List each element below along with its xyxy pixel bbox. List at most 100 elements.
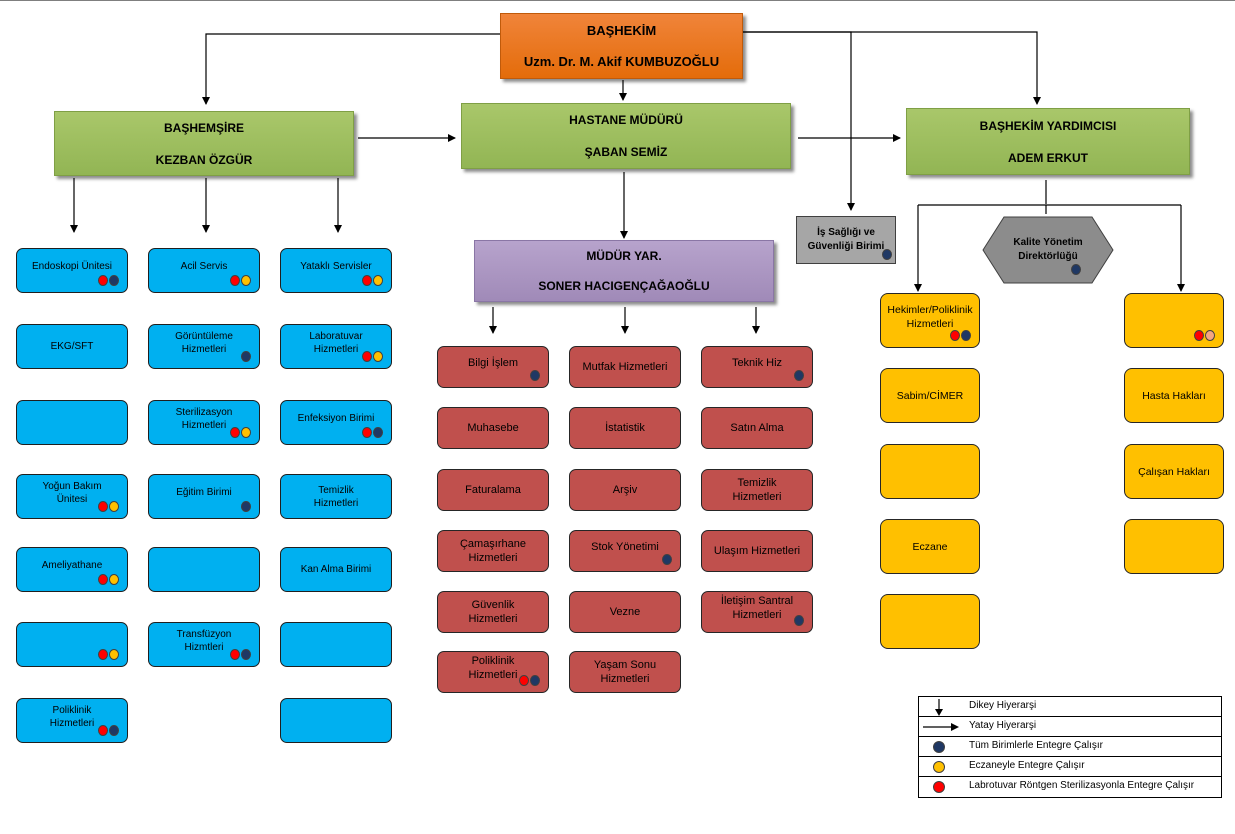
red-dot <box>230 649 240 660</box>
salmon-dot <box>1205 330 1215 341</box>
unit-dots <box>98 275 119 286</box>
quality-unit-label: Kalite Yönetim Direktörlüğü <box>1013 237 1083 262</box>
legend-row-vertical: Dikey Hiyerarşi <box>919 697 1221 717</box>
unit-label: Enfeksiyon Birimi <box>297 413 375 424</box>
nurse-unit-box: Görüntüleme Hizmetleri <box>148 324 260 369</box>
unit-label: Mutfak Hizmetleri <box>582 361 668 373</box>
assistant-unit-box: Poliklinik Hizmetleri <box>437 651 549 693</box>
head-to-safety-connector <box>743 31 855 211</box>
unit-label: Faturalama <box>465 484 521 496</box>
unit-dots <box>98 501 119 512</box>
nurse-unit-box: Temizlik Hizmetleri <box>280 474 392 519</box>
navy-dot <box>109 725 119 736</box>
navy-dot <box>662 554 672 565</box>
nurse-unit-box: EKG/SFT <box>16 324 128 369</box>
unit-dots <box>519 675 540 686</box>
legend-label-vertical: Dikey Hiyerarşi <box>969 700 1037 711</box>
unit-label: Sterilizasyon Hizmetleri <box>175 406 233 431</box>
deputy-unit-box: Sabim/CİMER <box>880 368 980 423</box>
deputy-unit-box <box>880 594 980 649</box>
deputy-unit-box <box>880 444 980 499</box>
unit-label: İstatistik <box>605 422 645 434</box>
deputy-unit-box: Eczane <box>880 519 980 574</box>
assistant-unit-box: Muhasebe <box>437 407 549 449</box>
yellow-dot <box>109 574 119 585</box>
yellow-dot <box>373 275 383 286</box>
unit-label: Temizlik Hizmetleri <box>313 484 359 509</box>
red-dot <box>98 725 108 736</box>
red-dot <box>362 427 372 438</box>
legend-row-yellow: Eczaneyle Entegre Çalışır <box>919 757 1221 777</box>
nurse-unit-box <box>16 622 128 667</box>
navy-dot <box>961 330 971 341</box>
legend-row-red: Labrotuvar Röntgen Sterilizasyonla Enteg… <box>919 777 1221 797</box>
unit-dots <box>362 351 383 362</box>
yellow-dot <box>109 649 119 660</box>
red-dot-icon <box>933 781 945 793</box>
yellow-dot-icon <box>933 761 945 773</box>
assistant-unit-box: Yaşam Sonu Hizmetleri <box>569 651 681 693</box>
legend: Dikey Hiyerarşi Yatay Hiyerarşi Tüm Biri… <box>918 696 1222 798</box>
unit-dots <box>362 275 383 286</box>
hospital-manager-box: HASTANE MÜDÜRÜ ŞABAN SEMİZ <box>461 103 791 169</box>
assistant-unit-box: Faturalama <box>437 469 549 511</box>
navy-dot <box>241 351 251 362</box>
deputy-unit-box <box>1124 293 1224 348</box>
unit-label: Muhasebe <box>467 422 519 434</box>
assistant-unit-box: Teknik Hiz <box>701 346 813 388</box>
legend-label-red: Labrotuvar Röntgen Sterilizasyonla Enteg… <box>969 780 1195 791</box>
navy-dot <box>794 370 804 381</box>
deputy-unit-box: Hasta Hakları <box>1124 368 1224 423</box>
yellow-dot <box>109 501 119 512</box>
nurse-unit-box <box>280 622 392 667</box>
assistant-manager-title: MÜDÜR YAR. <box>586 249 662 263</box>
unit-dots <box>794 370 804 381</box>
red-dot <box>98 275 108 286</box>
unit-label: Poliklinik Hizmetleri <box>468 655 518 681</box>
unit-label: Hekimler/Poliklinik Hizmetleri <box>887 303 973 330</box>
unit-label: Görüntüleme Hizmetleri <box>175 330 233 355</box>
navy-dot <box>1071 264 1081 275</box>
red-dot <box>519 675 529 686</box>
unit-label: Bilgi İşlem <box>467 357 519 369</box>
red-dot <box>950 330 960 341</box>
assistant-manager-name: SONER HACIGENÇAĞAOĞLU <box>538 279 710 293</box>
safety-unit-dots <box>882 249 892 260</box>
unit-label: Ameliyathane <box>41 560 103 571</box>
nurse-unit-box: Yoğun Bakım Ünitesi <box>16 474 128 519</box>
unit-label: Laboratuvar Hizmetleri <box>309 330 363 355</box>
deputy-unit-box: Hekimler/Poliklinik Hizmetleri <box>880 293 980 348</box>
assistant-unit-box: Güvenlik Hizmetleri <box>437 591 549 633</box>
unit-dots <box>230 649 251 660</box>
unit-label: Hasta Hakları <box>1142 389 1206 402</box>
nurse-unit-box: Eğitim Birimi <box>148 474 260 519</box>
red-dot <box>230 427 240 438</box>
legend-row-horizontal: Yatay Hiyerarşi <box>919 717 1221 737</box>
unit-dots <box>241 351 251 362</box>
unit-dots <box>362 427 383 438</box>
nurse-unit-box: Enfeksiyon Birimi <box>280 400 392 445</box>
deputy-head-title: BAŞHEKİM YARDIMCISI <box>979 118 1117 133</box>
unit-label: Yoğun Bakım Ünitesi <box>42 480 102 505</box>
deputy-head-name: ADEM ERKUT <box>1008 150 1088 165</box>
unit-label: Yataklı Servisler <box>300 261 372 272</box>
nurse-unit-box <box>280 698 392 743</box>
navy-dot <box>241 501 251 512</box>
deputy-head-box: BAŞHEKİM YARDIMCISI ADEM ERKUT <box>906 108 1190 175</box>
unit-dots <box>230 427 251 438</box>
nurse-unit-box: Sterilizasyon Hizmetleri <box>148 400 260 445</box>
legend-label-horizontal: Yatay Hiyerarşi <box>969 720 1037 731</box>
right-arrow-icon <box>923 723 959 731</box>
head-physician-title: BAŞHEKİM <box>586 23 657 38</box>
head-nurse-name: KEZBAN ÖZGÜR <box>155 152 253 167</box>
red-dot <box>98 649 108 660</box>
navy-dot <box>530 675 540 686</box>
unit-label: Transfüzyon Hizmtleri <box>176 628 232 653</box>
nurse-unit-box: Acil Servis <box>148 248 260 293</box>
unit-dots <box>1194 330 1215 341</box>
unit-label: Çamaşırhane Hizmetleri <box>459 538 527 564</box>
legend-label-yellow: Eczaneyle Entegre Çalışır <box>969 760 1085 771</box>
deputy-unit-box <box>1124 519 1224 574</box>
unit-label: Sabim/CİMER <box>896 389 964 402</box>
navy-dot <box>109 275 119 286</box>
